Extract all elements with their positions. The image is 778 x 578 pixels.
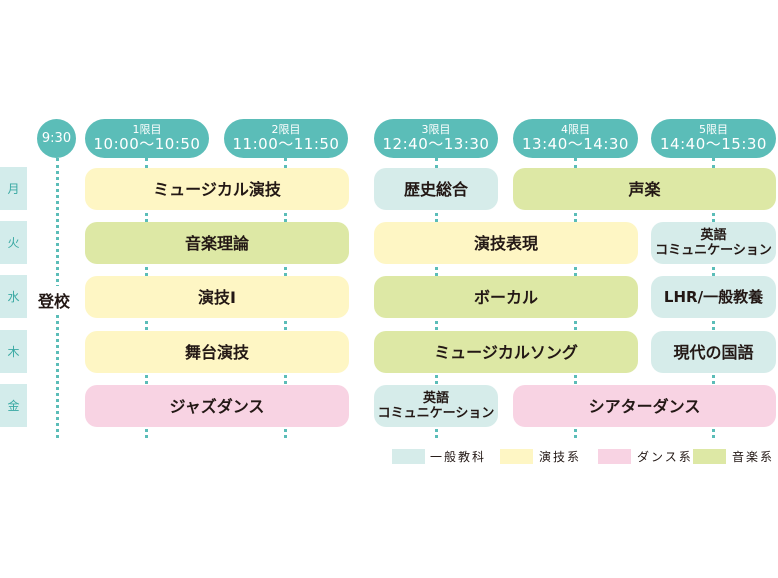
- legend-label-general: 一般教科: [430, 450, 487, 464]
- legend-label-acting: 演技系: [539, 450, 582, 464]
- class-mon-am: ミュージカル演技: [85, 168, 349, 210]
- class-tue-p5: 英語 コミュニケーション: [651, 222, 776, 264]
- period-name: 3限目: [421, 123, 451, 136]
- class-thu-p34: ミュージカルソング: [374, 331, 638, 373]
- period-4-header: 4限目 13:40〜14:30: [513, 119, 638, 158]
- class-fri-p45: シアターダンス: [513, 385, 776, 427]
- arrival-time: 9:30: [41, 131, 72, 146]
- legend-label-dance: ダンス系: [637, 450, 693, 464]
- period-time: 12:40〜13:30: [382, 135, 490, 153]
- period-time: 10:00〜10:50: [93, 135, 201, 153]
- day-label-tue: 火: [0, 221, 27, 264]
- class-wed-am: 演技Ⅰ: [85, 276, 349, 318]
- legend-swatch-dance: [598, 449, 631, 464]
- period-name: 2限目: [271, 123, 301, 136]
- period-2-header: 2限目 11:00〜11:50: [224, 119, 348, 158]
- class-fri-p3: 英語 コミュニケーション: [374, 385, 498, 427]
- period-name: 5限目: [699, 123, 728, 136]
- class-line: 英語: [422, 391, 449, 406]
- period-1-header: 1限目 10:00〜10:50: [85, 119, 209, 158]
- legend-swatch-general: [392, 449, 425, 464]
- class-tue-p34: 演技表現: [374, 222, 638, 264]
- period-name: 1限目: [132, 123, 162, 136]
- class-wed-p34: ボーカル: [374, 276, 638, 318]
- period-name: 4限目: [561, 123, 590, 136]
- day-label-thu: 木: [0, 330, 27, 373]
- arrival-label: 登校: [38, 286, 71, 314]
- period-time: 13:40〜14:30: [522, 135, 629, 153]
- day-label-fri: 金: [0, 384, 27, 427]
- class-line: コミュニケーション: [377, 406, 495, 421]
- day-label-wed: 水: [0, 275, 27, 318]
- period-5-header: 5限目 14:40〜15:30: [651, 119, 776, 158]
- day-label-mon: 月: [0, 167, 27, 210]
- period-time: 11:00〜11:50: [232, 135, 340, 153]
- class-mon-p3: 歴史総合: [374, 168, 498, 210]
- period-3-header: 3限目 12:40〜13:30: [374, 119, 498, 158]
- class-line: コミュニケーション: [655, 243, 772, 258]
- legend-swatch-acting: [500, 449, 533, 464]
- class-mon-p45: 声楽: [513, 168, 776, 210]
- class-thu-p5: 現代の国語: [651, 331, 776, 373]
- class-thu-am: 舞台演技: [85, 331, 349, 373]
- legend-swatch-music: [693, 449, 726, 464]
- class-wed-p5: LHR/一般教養: [651, 276, 776, 318]
- class-tue-am: 音楽理論: [85, 222, 349, 264]
- arrival-time-badge: 9:30: [37, 119, 76, 158]
- legend-label-music: 音楽系: [732, 450, 775, 464]
- period-time: 14:40〜15:30: [660, 135, 767, 153]
- class-fri-am: ジャズダンス: [85, 385, 349, 427]
- class-line: 英語: [700, 228, 727, 243]
